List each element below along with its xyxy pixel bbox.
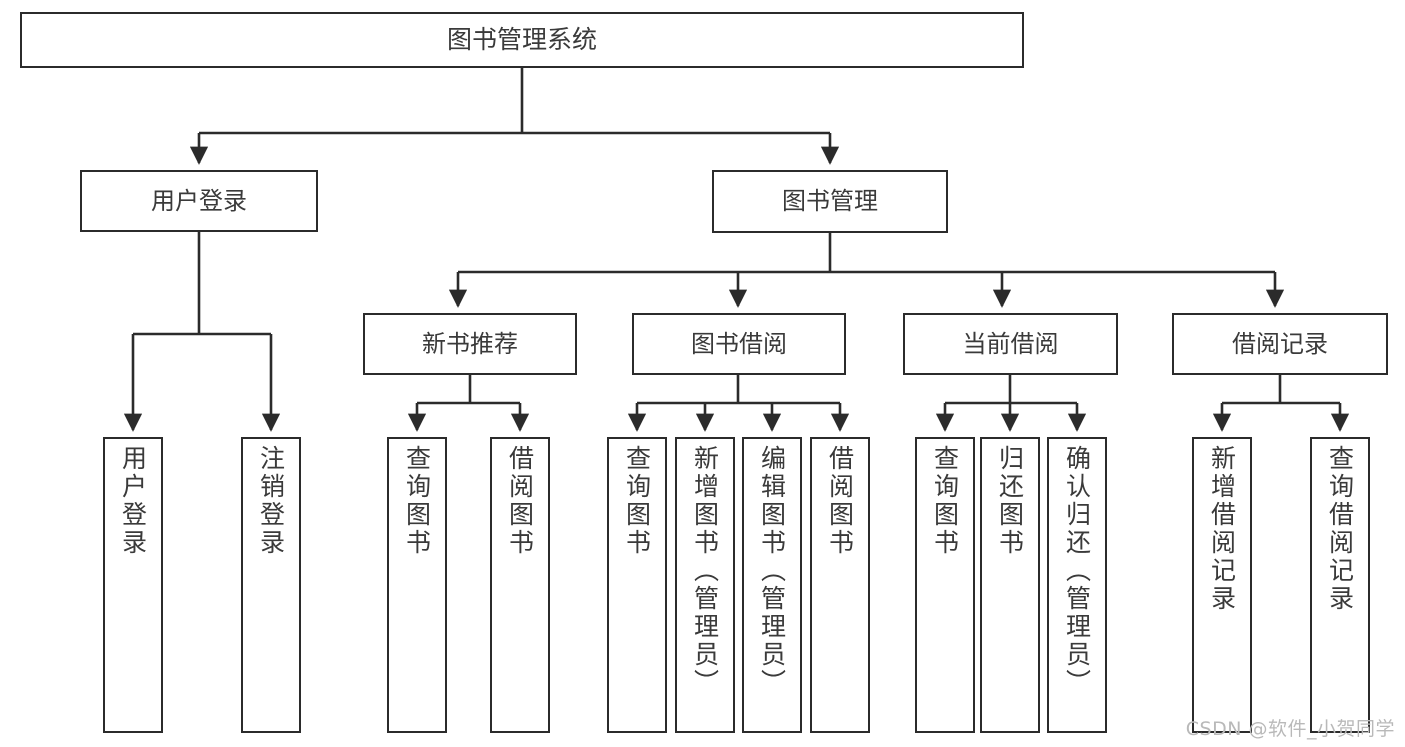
node-user-login-group[interactable]: 用户登录: [80, 170, 318, 232]
leaf-borrow-borrow-book[interactable]: 借阅图书: [810, 437, 870, 733]
node-label: 图书管理系统: [446, 25, 597, 55]
node-book-management-group[interactable]: 图书管理: [712, 170, 948, 233]
node-label: 注销登录: [256, 445, 286, 557]
node-label: 图书管理: [782, 187, 878, 216]
node-label: 用户登录: [118, 445, 148, 557]
node-label: 查询图书: [402, 445, 432, 557]
node-label: 图书借阅: [691, 329, 787, 358]
node-label: 确认归还（管理员）: [1062, 445, 1092, 697]
node-borrow-record[interactable]: 借阅记录: [1172, 313, 1388, 375]
leaf-recommend-query-book[interactable]: 查询图书: [387, 437, 447, 733]
node-label: 新增图书（管理员）: [690, 445, 720, 697]
node-new-book-recommend[interactable]: 新书推荐: [363, 313, 577, 375]
node-label: 查询借阅记录: [1325, 445, 1355, 613]
leaf-current-confirm-return-admin[interactable]: 确认归还（管理员）: [1047, 437, 1107, 733]
node-root-system[interactable]: 图书管理系统: [20, 12, 1024, 68]
node-label: 新增借阅记录: [1207, 445, 1237, 613]
leaf-borrow-query-book[interactable]: 查询图书: [607, 437, 667, 733]
node-label: 借阅图书: [505, 445, 535, 557]
leaf-record-add-borrow-record[interactable]: 新增借阅记录: [1192, 437, 1252, 733]
leaf-recommend-borrow-book[interactable]: 借阅图书: [490, 437, 550, 733]
leaf-user-logout[interactable]: 注销登录: [241, 437, 301, 733]
node-current-borrow[interactable]: 当前借阅: [903, 313, 1118, 375]
node-label: 新书推荐: [422, 329, 518, 358]
leaf-current-query-book[interactable]: 查询图书: [915, 437, 975, 733]
node-label: 借阅图书: [825, 445, 855, 557]
node-label: 借阅记录: [1232, 329, 1328, 358]
node-label: 归还图书: [995, 445, 1025, 557]
node-label: 查询图书: [622, 445, 652, 557]
leaf-borrow-add-book-admin[interactable]: 新增图书（管理员）: [675, 437, 735, 733]
node-book-borrow[interactable]: 图书借阅: [632, 313, 846, 375]
node-label: 当前借阅: [962, 329, 1059, 358]
node-label: 编辑图书（管理员）: [757, 445, 787, 697]
node-label: 用户登录: [151, 186, 247, 215]
leaf-user-login[interactable]: 用户登录: [103, 437, 163, 733]
leaf-record-query-borrow-record[interactable]: 查询借阅记录: [1310, 437, 1370, 733]
node-label: 查询图书: [930, 445, 960, 557]
leaf-current-return-book[interactable]: 归还图书: [980, 437, 1040, 733]
leaf-borrow-edit-book-admin[interactable]: 编辑图书（管理员）: [742, 437, 802, 733]
